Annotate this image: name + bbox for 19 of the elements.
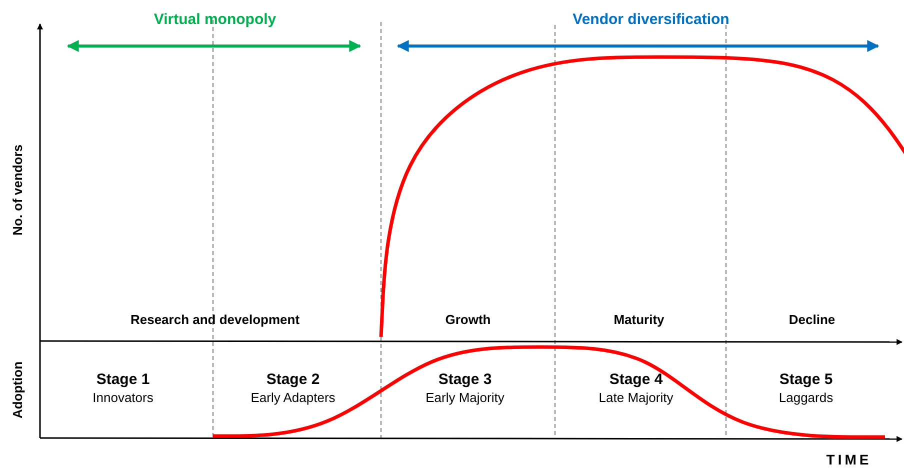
- stage-label: Stage 1: [96, 372, 150, 388]
- axis-title: No. of vendors: [10, 144, 26, 236]
- stage-description: Late Majority: [598, 390, 674, 406]
- stage-label: Stage 3: [438, 372, 492, 388]
- axis-title: TIME: [826, 452, 872, 468]
- stage-description: Early Adapters: [250, 390, 336, 406]
- stage-label: Stage 4: [609, 372, 663, 388]
- stage-description: Innovators: [92, 390, 154, 406]
- section-title: Virtual monopoly: [154, 12, 276, 28]
- stage-description: Laggards: [778, 390, 834, 406]
- axis-title: Adoption: [10, 361, 26, 419]
- phase-label: Research and development: [130, 312, 300, 328]
- stage-description: Early Majority: [426, 390, 504, 406]
- section-title: Vendor diversification: [572, 12, 730, 28]
- stage-label: Stage 5: [779, 372, 833, 388]
- stage-label: Stage 2: [266, 372, 320, 388]
- phase-label: Decline: [788, 312, 836, 328]
- phase-label: Growth: [445, 312, 491, 328]
- phase-label: Maturity: [614, 312, 664, 328]
